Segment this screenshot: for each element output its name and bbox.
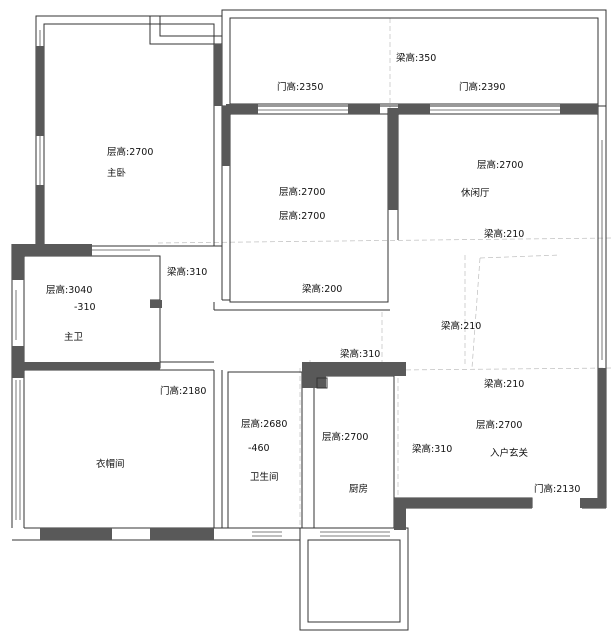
label-wc-offset: -460 [248,443,270,454]
label-door-2180: 门高:2180 [160,385,206,397]
column-marker [316,377,328,389]
label-beam-210-b: 梁高:210 [441,320,481,332]
label-bath-name: 主卫 [64,331,84,343]
solid-walls [12,44,606,540]
label-beam-210-c: 梁高:210 [484,378,524,390]
label-master-name: 主卧 [107,167,127,179]
beam-lines [157,18,612,528]
label-door-2390: 门高:2390 [459,81,505,93]
label-bath-offset: -310 [74,302,96,313]
label-kitchen-ceiling: 层高:2700 [322,431,368,443]
label-kitchen-name: 厨房 [349,483,368,495]
label-beam-210-a: 梁高:210 [484,228,524,240]
label-center-ceiling-a: 层高:2700 [279,186,325,198]
label-entry-name: 入户玄关 [490,447,529,459]
label-door-2130: 门高:2130 [534,483,580,495]
room-labels: 梁高:350 门高:2350 门高:2390 层高:2700 主卧 层高:270… [46,52,580,495]
label-wc-ceiling: 层高:2680 [241,418,287,430]
label-beam-310-b: 梁高:310 [340,348,380,360]
label-beam-310-a: 梁高:310 [167,266,207,278]
label-lounge-name: 休闲厅 [461,187,490,199]
label-master-ceiling: 层高:2700 [107,146,153,158]
label-beam-200: 梁高:200 [302,283,342,295]
label-door-2350: 门高:2350 [277,81,323,93]
label-wc-name: 卫生间 [250,471,279,483]
label-closet-name: 衣帽间 [96,458,125,470]
label-beam-350: 梁高:350 [396,52,436,64]
label-bath-ceiling: 层高:3040 [46,284,92,296]
label-center-ceiling-b: 层高:2700 [279,210,325,222]
label-entry-ceiling: 层高:2700 [476,419,522,431]
label-lounge-ceiling: 层高:2700 [477,159,523,171]
label-beam-310-c: 梁高:310 [412,443,452,455]
